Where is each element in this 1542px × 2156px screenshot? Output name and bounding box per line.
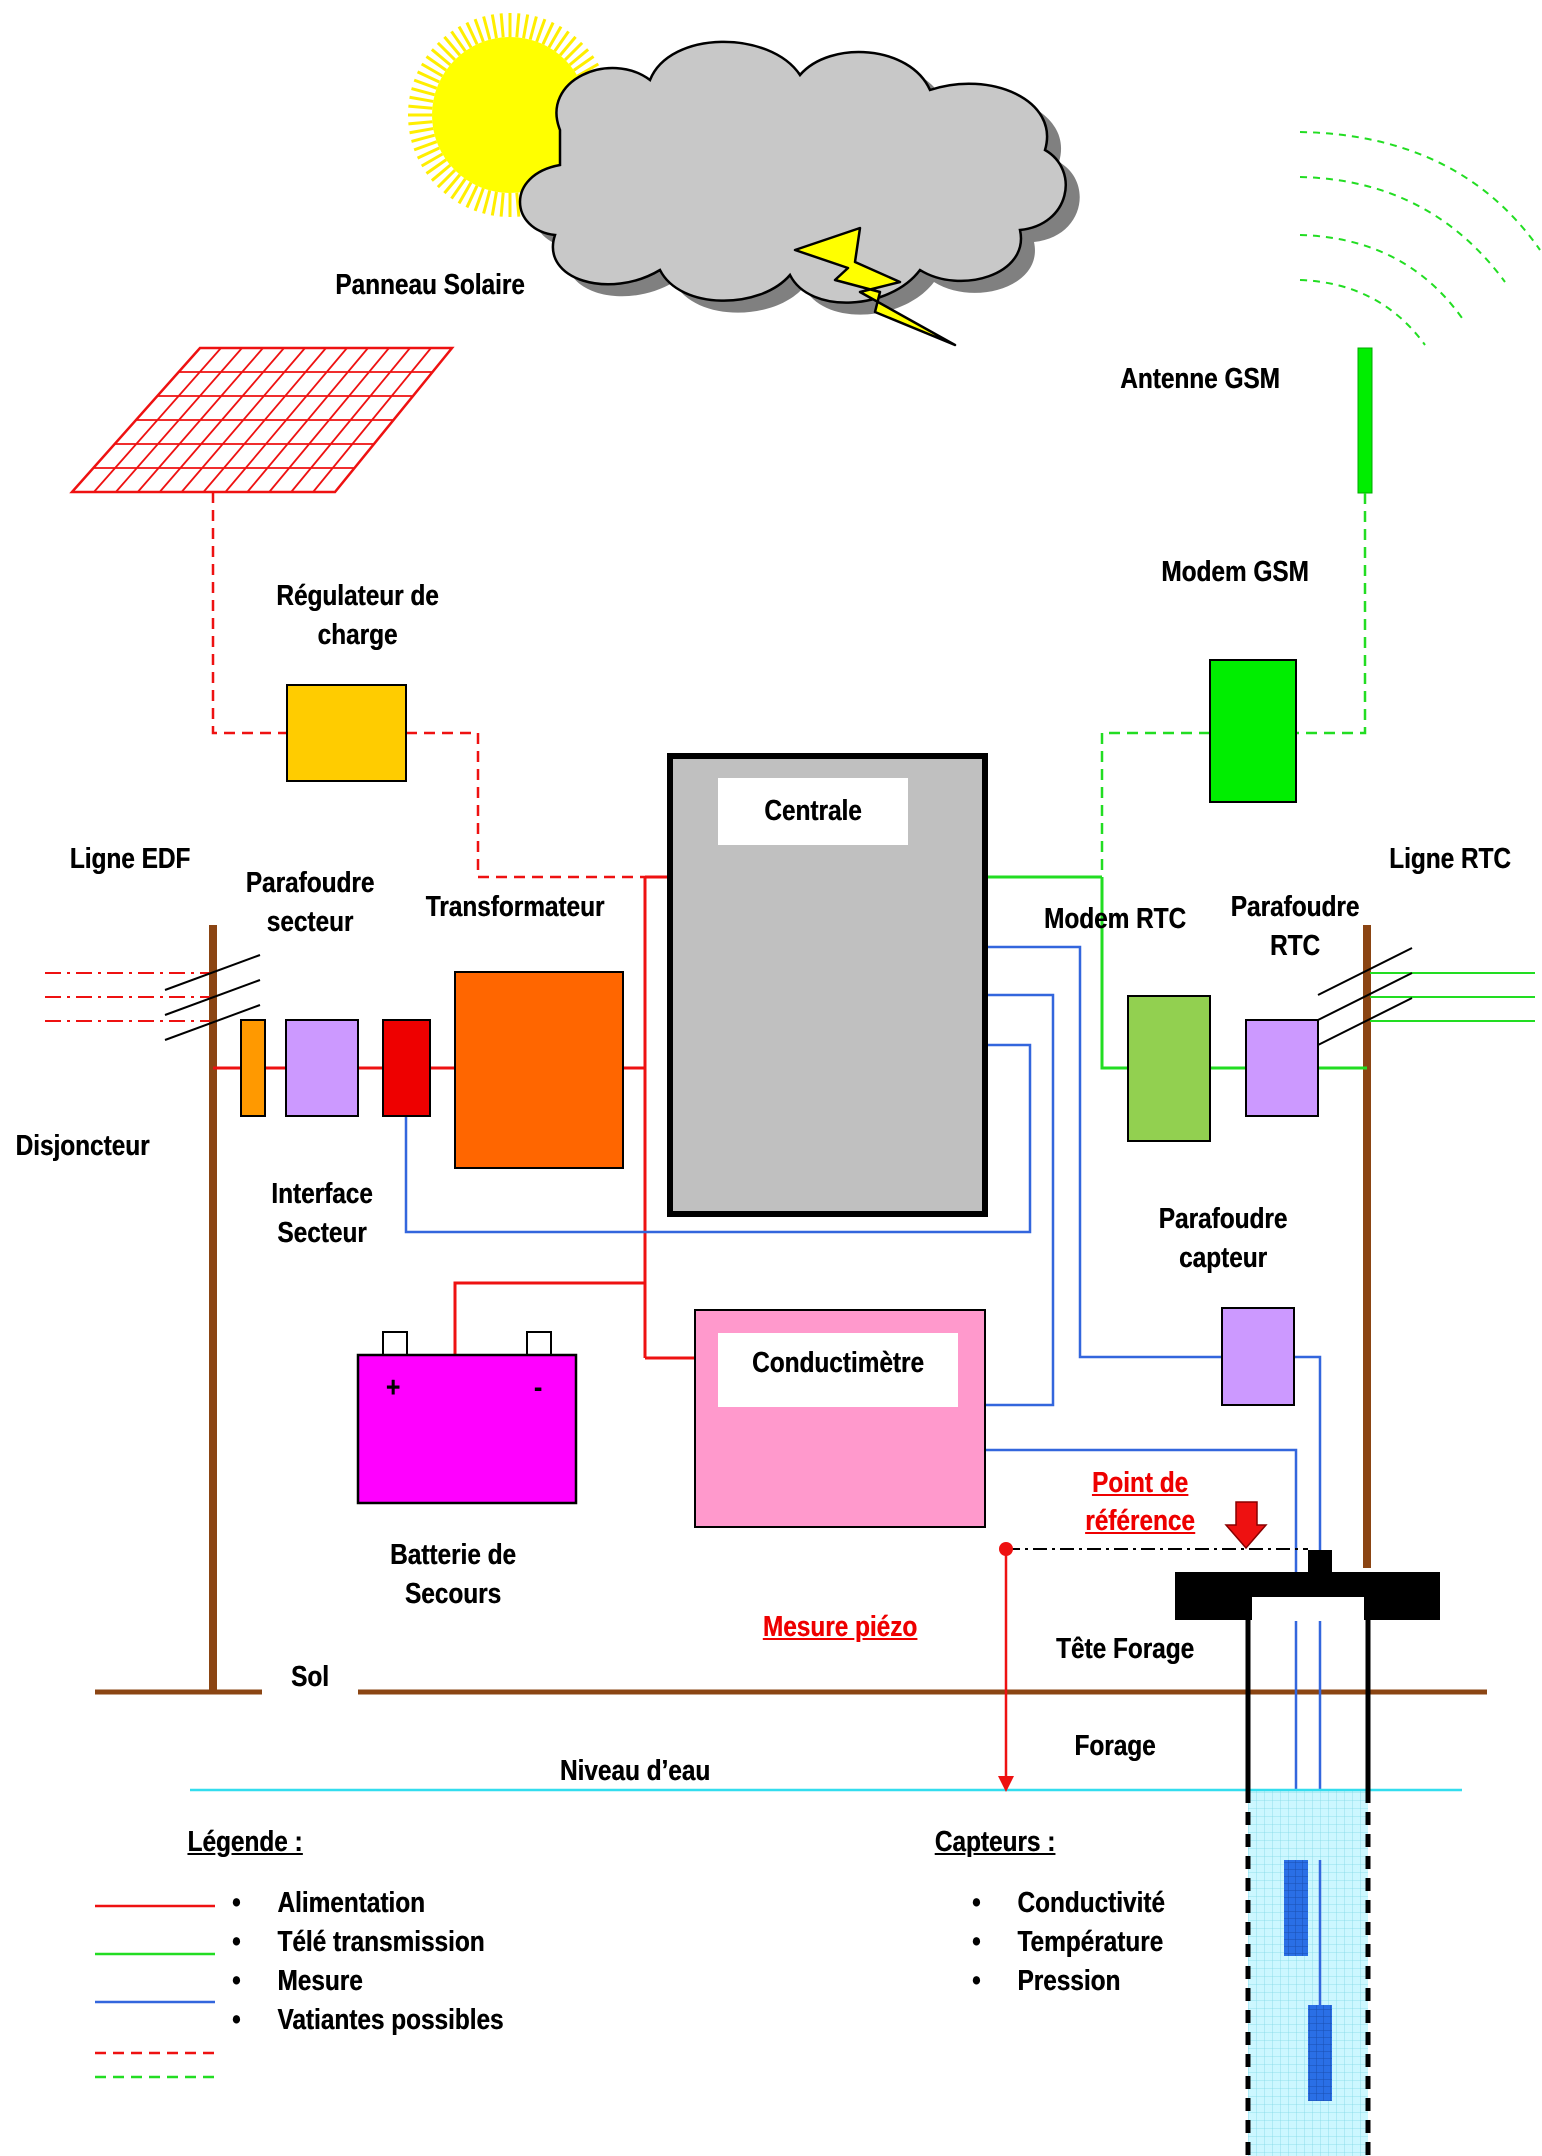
bullet-icon: • xyxy=(232,1887,241,1919)
parafoudre-capteur-label-line1: Parafoudre xyxy=(1158,1203,1288,1235)
legend-title: Légende : xyxy=(187,1826,303,1858)
antenna-gsm-label: Antenne GSM xyxy=(1120,363,1280,395)
bullet-icon: • xyxy=(232,1965,241,1997)
mesure-piezo-label: Mesure piézo xyxy=(762,1611,918,1643)
cloud-icon xyxy=(518,40,1080,315)
legend-item: • Mesure xyxy=(232,1962,363,2001)
sensor-item: • Conductivité xyxy=(972,1884,1165,1923)
lightning-icon xyxy=(793,226,957,347)
battery-label-line1: Batterie de xyxy=(390,1539,516,1571)
ligne-edf-label: Ligne EDF xyxy=(69,843,191,875)
conductimeter-label-box xyxy=(718,1333,958,1407)
parafoudre-secteur-label-line2: secteur xyxy=(266,906,354,938)
interface-label-line2: Secteur xyxy=(277,1217,367,1249)
central-label-box xyxy=(718,778,908,845)
niveau-eau-label: Niveau d’eau xyxy=(559,1755,711,1787)
legend-item: • Vatiantes possibles xyxy=(232,2001,503,2040)
rtc-modem-box xyxy=(1127,995,1211,1142)
interface-box xyxy=(382,1019,431,1117)
central-label: Centrale xyxy=(764,795,862,827)
legend-item-label: Alimentation xyxy=(277,1887,425,1919)
sensor-item: • Pression xyxy=(972,1962,1120,2001)
parafoudre-capteur-label-line2: capteur xyxy=(1178,1242,1267,1274)
modem-gsm-label: Modem GSM xyxy=(1161,556,1309,588)
transformer-box xyxy=(454,971,624,1169)
bullet-icon: • xyxy=(232,1926,241,1958)
regulator-label-line1: Régulateur de xyxy=(276,580,439,612)
sensor-item-label: Pression xyxy=(1017,1965,1121,1997)
disjoncteur-label: Disjoncteur xyxy=(15,1130,150,1162)
point-reference-label-line2: référence xyxy=(1085,1505,1195,1537)
transformer-label: Transformateur xyxy=(425,891,605,923)
sensor-probe-2 xyxy=(1308,2005,1332,2101)
telecom-lines xyxy=(985,875,1367,1070)
forage-label: Forage xyxy=(1074,1730,1156,1762)
gsm-modem-box xyxy=(1209,659,1297,803)
sol-label: Sol xyxy=(291,1661,329,1693)
edf-hatch xyxy=(164,954,261,1041)
legend-lines xyxy=(95,1904,215,2079)
surge-protector-rtc xyxy=(1245,1019,1319,1117)
solar-panel xyxy=(69,346,455,494)
legend-item-label: Vatiantes possibles xyxy=(277,2004,504,2036)
legend-item-label: Mesure xyxy=(277,1965,363,1997)
battery xyxy=(356,1331,578,1505)
ligne-rtc-label: Ligne RTC xyxy=(1389,843,1511,875)
bullet-icon: • xyxy=(972,1926,981,1958)
radio-waves-icon xyxy=(1299,131,1541,346)
modem-rtc-label: Modem RTC xyxy=(1043,903,1187,935)
bullet-icon: • xyxy=(972,1965,981,1997)
bullet-icon: • xyxy=(972,1887,981,1919)
legend-item: • Télé transmission xyxy=(232,1923,484,1962)
tete-forage-label: Tête Forage xyxy=(1055,1633,1195,1665)
interface-label-line1: Interface xyxy=(271,1178,373,1210)
surge-protector-sector xyxy=(285,1019,359,1117)
bullet-icon: • xyxy=(232,2004,241,2036)
sensors-title: Capteurs : xyxy=(934,1826,1056,1858)
parafoudre-rtc-label-line2: RTC xyxy=(1269,930,1321,962)
gsm-line xyxy=(1100,493,1367,877)
rtc-hatch xyxy=(1317,947,1413,1046)
reference-cap xyxy=(1308,1550,1332,1574)
conductimeter-label: Conductimètre xyxy=(752,1347,924,1379)
sensor-item: • Température xyxy=(972,1923,1163,1962)
rtc-line xyxy=(1370,972,1535,1022)
solar-panel-label: Panneau Solaire xyxy=(335,269,525,301)
regulator-box xyxy=(286,684,407,782)
sensor-item-label: Température xyxy=(1017,1926,1164,1958)
breaker-box xyxy=(240,1019,266,1117)
piezo-arrow-head xyxy=(998,1776,1014,1792)
battery-label-line2: Secours xyxy=(404,1578,502,1610)
legend-item-label: Télé transmission xyxy=(277,1926,485,1958)
battery-minus-label: - xyxy=(533,1372,543,1404)
parafoudre-rtc-label-line1: Parafoudre xyxy=(1230,891,1360,923)
sensor-item-label: Conductivité xyxy=(1017,1887,1165,1919)
point-reference-label-line1: Point de xyxy=(1091,1467,1189,1499)
regulator-label-line2: charge xyxy=(317,619,398,651)
solar-power-line xyxy=(211,492,645,879)
battery-plus-label: + xyxy=(385,1372,401,1404)
sensor-probe-1 xyxy=(1284,1860,1308,1956)
reference-arrow-icon xyxy=(1224,1501,1268,1550)
gsm-antenna xyxy=(1357,347,1373,494)
surge-protector-sensor xyxy=(1221,1307,1295,1406)
edf-line xyxy=(45,972,210,1022)
parafoudre-secteur-label-line1: Parafoudre xyxy=(245,867,375,899)
legend-item: • Alimentation xyxy=(232,1884,425,1923)
power-lines xyxy=(213,875,695,1360)
